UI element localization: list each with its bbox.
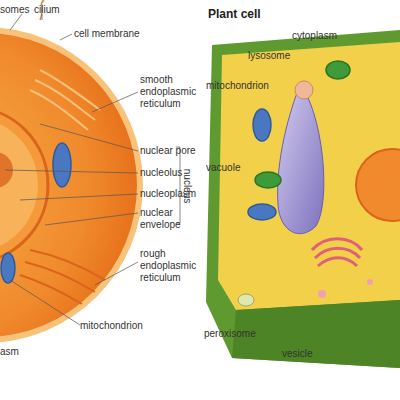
- cytoplasm-shape: [0, 33, 137, 337]
- plant-cell: [206, 30, 400, 368]
- vesicle-shape: [367, 279, 373, 285]
- nucleus-shape: [0, 107, 48, 263]
- smooth-er-shape: [30, 70, 100, 130]
- part-label: mitochondrion: [80, 320, 160, 332]
- animal-cell: [0, 0, 143, 343]
- part-label: cytoplasm: [292, 30, 362, 42]
- part-label: nuclear envelope: [140, 207, 185, 231]
- part-label: peroxisome: [204, 328, 264, 340]
- part-label: mitochondrion: [206, 80, 286, 92]
- part-label: cilium: [34, 4, 74, 16]
- chloroplast-shape: [326, 61, 350, 79]
- lysosome-shape: [295, 81, 313, 99]
- cell-membrane-shape: [0, 27, 143, 343]
- part-label: vesicle: [282, 348, 332, 360]
- golgi-shape: [312, 239, 362, 266]
- mitochondrion-shape: [248, 204, 276, 220]
- part-label: vacuole: [206, 162, 256, 174]
- part-label: cell membrane: [74, 28, 154, 40]
- part-label: lysosome: [248, 50, 308, 62]
- part-label: rough endoplasmic reticulum: [140, 248, 202, 284]
- peroxisome-shape: [238, 294, 254, 306]
- mitochondrion-shape: [1, 253, 15, 283]
- rough-er-shape: [20, 250, 105, 304]
- cell-wall-face: [232, 300, 400, 368]
- part-label: nuclear pore: [140, 145, 200, 157]
- vacuole-shape: [278, 85, 324, 234]
- panel-title: Plant cell: [208, 8, 288, 20]
- part-label: nucleus: [181, 161, 193, 211]
- part-label: somes: [0, 4, 30, 16]
- part-label: asm: [0, 346, 30, 358]
- mitochondrion-shape: [253, 109, 271, 141]
- mitochondrion-shape: [53, 143, 71, 187]
- nucleus-shape: [356, 149, 400, 221]
- chloroplast-shape: [255, 172, 281, 188]
- part-label: smooth endoplasmic reticulum: [140, 74, 202, 110]
- nucleoplasm-shape: [0, 117, 38, 253]
- vesicle-shape: [318, 290, 326, 298]
